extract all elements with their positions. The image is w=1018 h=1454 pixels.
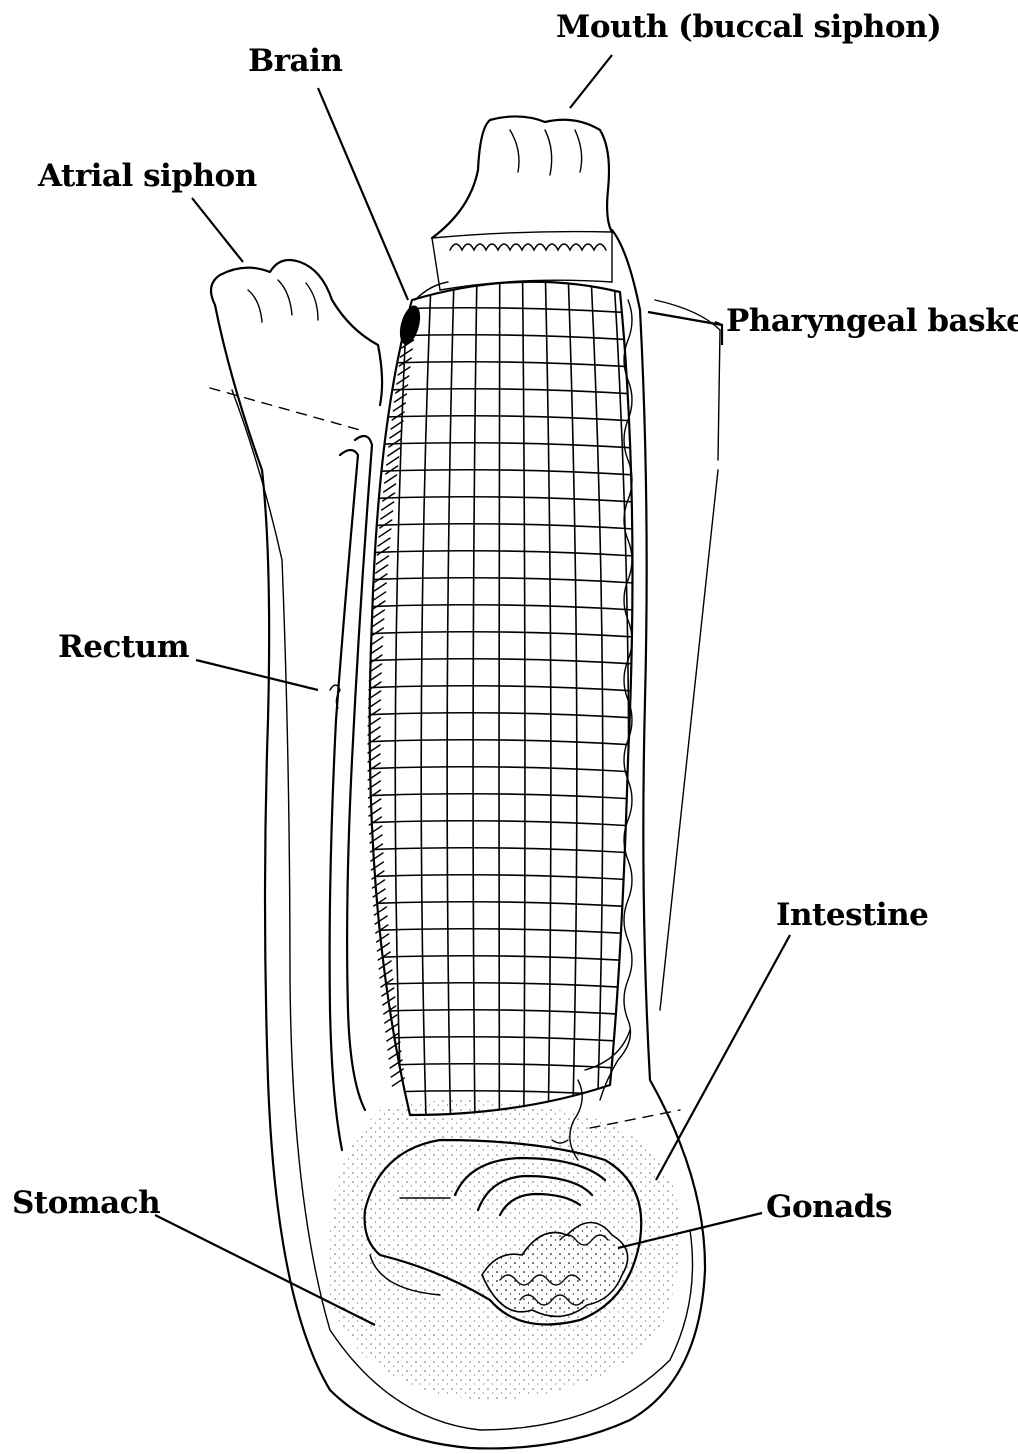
atrial-siphon: [211, 260, 382, 405]
leader-atrial-siphon: [192, 198, 243, 262]
rectum: [330, 436, 372, 1150]
label-stomach: Stomach: [12, 1188, 160, 1219]
buccal-siphon: [432, 116, 612, 290]
label-intestine: Intestine: [776, 900, 928, 931]
label-brain: Brain: [248, 46, 342, 77]
pharyngeal-basket: [360, 280, 650, 1120]
dashed-guides: [210, 388, 680, 1128]
label-pharyngeal-basket: Pharyngeal basket: [726, 306, 1018, 337]
leader-pharyngeal-basket: [648, 312, 722, 325]
label-gonads: Gonads: [766, 1192, 892, 1223]
label-mouth: Mouth (buccal siphon): [556, 12, 941, 43]
label-rectum: Rectum: [58, 632, 189, 663]
leader-intestine: [656, 935, 790, 1180]
leader-rectum: [196, 660, 318, 690]
leader-brain: [318, 88, 408, 300]
leader-mouth: [570, 55, 612, 108]
label-atrial-siphon: Atrial siphon: [38, 161, 257, 192]
stomach: [330, 1100, 680, 1400]
